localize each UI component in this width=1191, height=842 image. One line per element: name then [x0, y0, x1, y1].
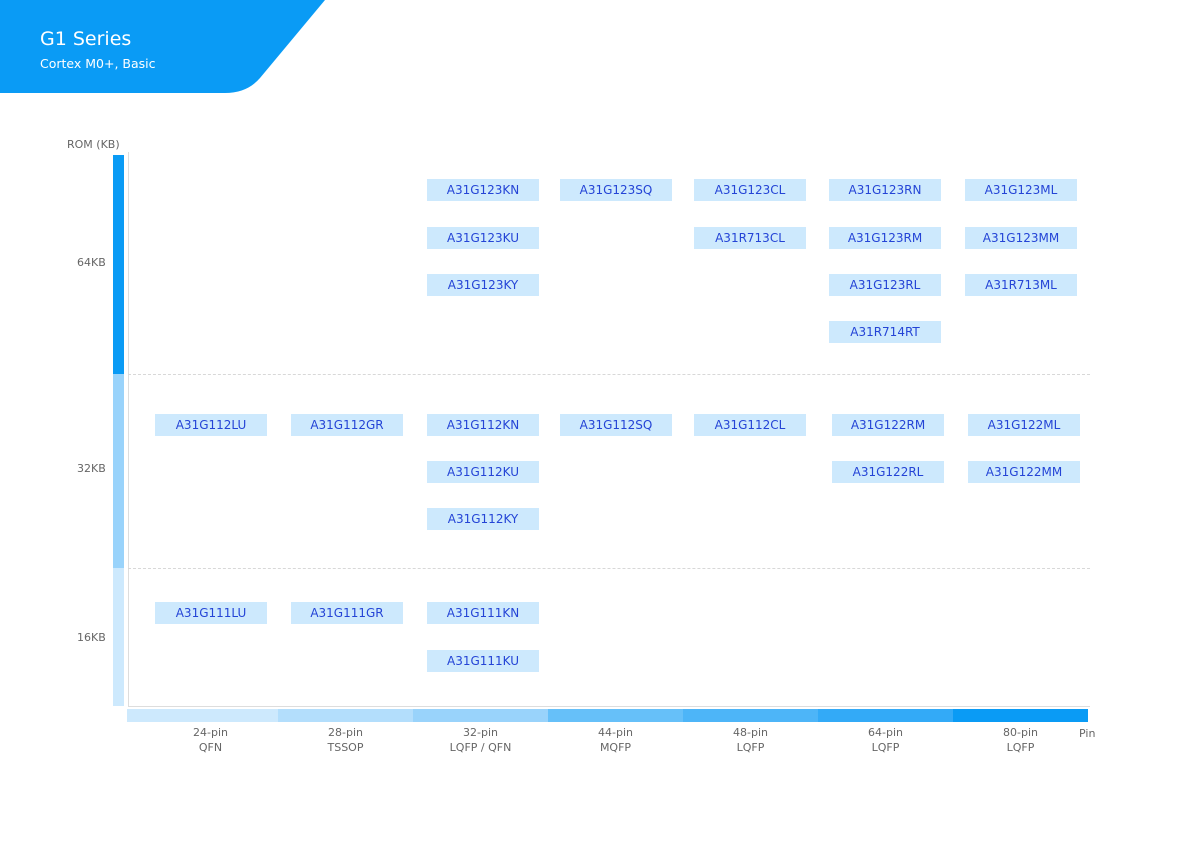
y-level-16kb: 16KB: [77, 631, 106, 644]
part-chip[interactable]: A31G123KN: [427, 179, 539, 201]
part-chip[interactable]: A31G123KY: [427, 274, 539, 296]
part-chip[interactable]: A31G123RL: [829, 274, 941, 296]
part-chip[interactable]: A31G112KY: [427, 508, 539, 530]
package-bar-segment: [413, 709, 548, 722]
y-level-64kb: 64KB: [77, 256, 106, 269]
part-chip[interactable]: A31G111KN: [427, 602, 539, 624]
pin-count: 80-pin: [1003, 726, 1038, 739]
pin-count: 64-pin: [868, 726, 903, 739]
part-chip[interactable]: A31G123MM: [965, 227, 1077, 249]
part-chip[interactable]: A31G123KU: [427, 227, 539, 249]
part-chip[interactable]: A31G111KU: [427, 650, 539, 672]
package-type: LQFP: [736, 741, 765, 754]
x-axis-label: Pin: [1079, 727, 1096, 740]
package-type: LQFP / QFN: [449, 741, 512, 754]
rom-bar-32kb: [113, 374, 124, 568]
rom-bar-64kb: [113, 155, 124, 374]
pin-count: 28-pin: [328, 726, 363, 739]
part-chip[interactable]: A31G112LU: [155, 414, 267, 436]
pin-count: 24-pin: [193, 726, 228, 739]
package-bar-segment: [548, 709, 683, 722]
x-axis-line: [128, 706, 1090, 707]
package-type: MQFP: [599, 741, 632, 754]
part-chip[interactable]: A31G111LU: [155, 602, 267, 624]
page-subtitle: Cortex M0+, Basic: [40, 56, 156, 71]
pin-count: 44-pin: [598, 726, 633, 739]
pin-count: 32-pin: [463, 726, 498, 739]
part-chip[interactable]: A31G122RL: [832, 461, 944, 483]
y-level-32kb: 32KB: [77, 462, 106, 475]
divider-32-16: [128, 568, 1090, 569]
y-axis-line: [128, 152, 129, 706]
package-bar-segment: [953, 709, 1088, 722]
part-chip[interactable]: A31R713ML: [965, 274, 1077, 296]
divider-64-32: [128, 374, 1090, 375]
part-chip[interactable]: A31R714RT: [829, 321, 941, 343]
part-chip[interactable]: A31R713CL: [694, 227, 806, 249]
package-bar-segment: [278, 709, 413, 722]
pin-count: 48-pin: [733, 726, 768, 739]
package-type: LQFP: [1006, 741, 1035, 754]
package-bar-segment: [683, 709, 818, 722]
part-chip[interactable]: A31G122RM: [832, 414, 944, 436]
part-chip[interactable]: A31G112GR: [291, 414, 403, 436]
part-chip[interactable]: A31G112SQ: [560, 414, 672, 436]
y-axis-label: ROM (KB): [67, 138, 120, 151]
part-chip[interactable]: A31G123RN: [829, 179, 941, 201]
part-chip[interactable]: A31G123SQ: [560, 179, 672, 201]
header-banner: [0, 0, 325, 93]
part-chip[interactable]: A31G122ML: [968, 414, 1080, 436]
rom-bar-16kb: [113, 568, 124, 706]
part-chip[interactable]: A31G112KN: [427, 414, 539, 436]
package-bar-segment: [127, 709, 278, 722]
package-type: LQFP: [871, 741, 900, 754]
part-chip[interactable]: A31G122MM: [968, 461, 1080, 483]
page-title: G1 Series: [40, 28, 132, 50]
package-type: TSSOP: [327, 741, 364, 754]
part-chip[interactable]: A31G123RM: [829, 227, 941, 249]
part-chip[interactable]: A31G123CL: [694, 179, 806, 201]
part-chip[interactable]: A31G111GR: [291, 602, 403, 624]
package-type: QFN: [198, 741, 223, 754]
part-chip[interactable]: A31G123ML: [965, 179, 1077, 201]
package-bar-segment: [818, 709, 953, 722]
part-chip[interactable]: A31G112CL: [694, 414, 806, 436]
part-chip[interactable]: A31G112KU: [427, 461, 539, 483]
